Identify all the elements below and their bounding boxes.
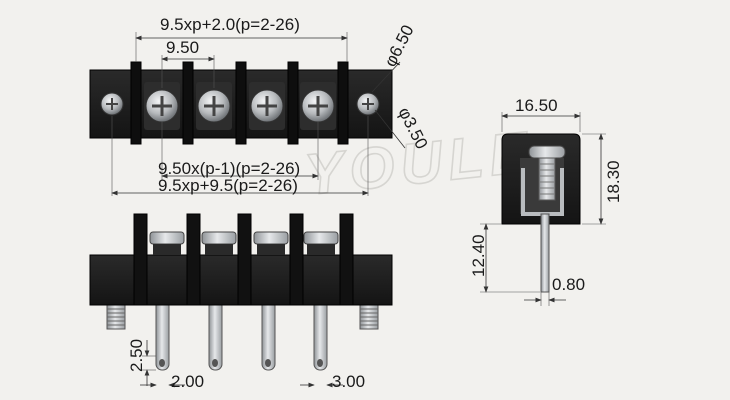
side-pin <box>540 213 550 293</box>
top-view: 9.5xp+2.0(p=2-26) 9.50 φ6.50 φ3.50 9.50x… <box>89 15 431 196</box>
dim-pitch-sum: 9.50x(p-1)(p=2-26) <box>158 159 300 178</box>
dim-pin-length: 3.00 <box>332 372 365 391</box>
screw-heads <box>145 89 335 123</box>
dim-pitch: 9.50 <box>166 38 199 57</box>
dim-total-95: 9.5xp+9.5(p=2-26) <box>158 176 298 195</box>
dim-pin-thickness: 0.80 <box>552 275 585 294</box>
dim-pin-width: 2.00 <box>171 372 204 391</box>
front-view: 2.50 2.00 3.00 <box>89 213 393 391</box>
dim-side-height: 18.30 <box>604 160 623 203</box>
dim-pin-height: 12.40 <box>469 234 488 277</box>
solder-pins <box>155 299 328 371</box>
front-screw-tops <box>149 231 339 255</box>
side-view: 16.50 18.30 12.40 0.80 <box>469 96 623 306</box>
dim-pin-tip: 2.50 <box>127 339 146 372</box>
dim-total-2: 9.5xp+2.0(p=2-26) <box>160 15 300 34</box>
bottom-mounting-screws <box>106 304 379 330</box>
dim-side-width: 16.50 <box>515 96 558 115</box>
dim-screw-diameter: φ6.50 <box>381 22 418 70</box>
mounting-screws <box>100 92 380 116</box>
barrier-walls <box>130 61 349 145</box>
